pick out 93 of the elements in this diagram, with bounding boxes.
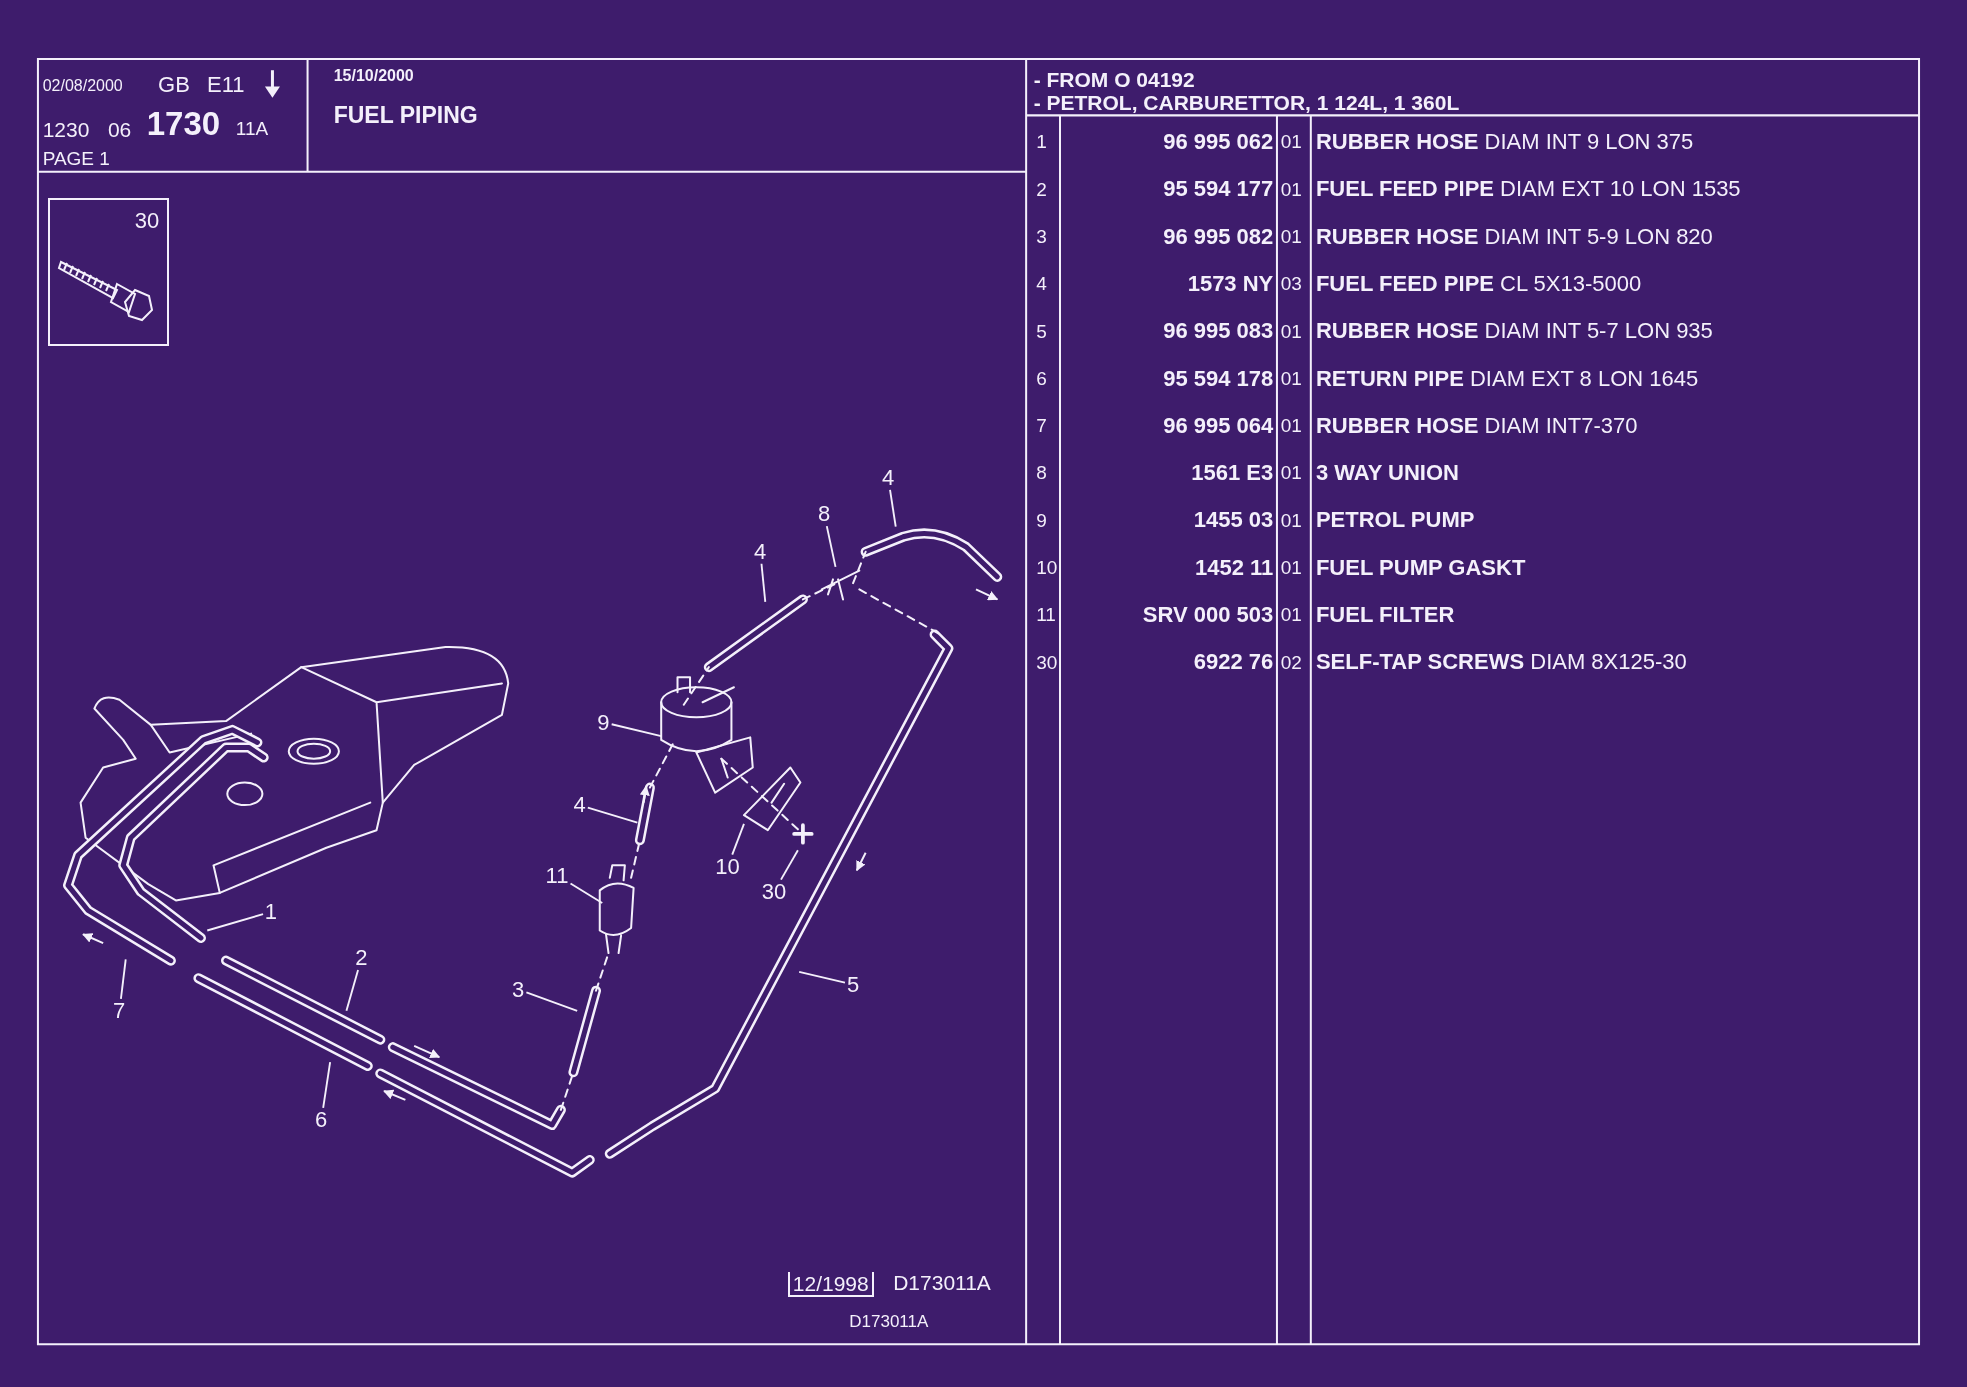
callout-number: 5 <box>844 972 862 997</box>
callout-number: 7 <box>111 999 128 1024</box>
part-description: SELF-TAP SCREWS DIAM 8X125-30 <box>1315 651 1687 674</box>
leader-line <box>525 991 579 1012</box>
item-number: 5 <box>1036 321 1047 341</box>
leader-line <box>610 723 663 738</box>
item-number: 3 <box>1036 226 1047 246</box>
part-description: 3 WAY UNION <box>1315 462 1459 485</box>
drawing-reference: D173011A <box>893 1272 991 1293</box>
part-description: RUBBER HOSE DIAM INT7-370 <box>1315 414 1638 437</box>
quantity: 01 <box>1280 416 1302 436</box>
leader-line <box>119 958 127 1000</box>
part-description: FUEL FILTER <box>1315 604 1455 626</box>
catalogue-code: 06 <box>107 119 132 141</box>
quantity: 01 <box>1280 463 1302 483</box>
item-number: 7 <box>1036 416 1047 436</box>
part-description: RUBBER HOSE DIAM INT 5-9 LON 820 <box>1315 225 1713 248</box>
part-number: 1455 03 <box>1193 509 1274 532</box>
part-number: 96 995 062 <box>1163 131 1274 154</box>
quantity: 01 <box>1280 605 1302 625</box>
part-number: 96 995 064 <box>1163 414 1274 437</box>
part-description: PETROL PUMP <box>1315 509 1475 532</box>
leader-line <box>322 1061 332 1109</box>
leader-line <box>780 849 799 881</box>
quantity: 01 <box>1280 558 1302 577</box>
part-description: FUEL FEED PIPE CL 5X13-5000 <box>1315 272 1642 295</box>
part-number: 96 995 082 <box>1163 225 1274 248</box>
callout-number: 6 <box>313 1108 330 1133</box>
item-number: 11 <box>1036 605 1056 625</box>
leader-line <box>731 822 745 856</box>
leader-line <box>569 882 604 904</box>
quantity: 01 <box>1280 179 1302 199</box>
callout-number: 8 <box>816 502 833 527</box>
part-number: 96 995 083 <box>1163 320 1274 343</box>
catalogue-code: 1230 <box>42 119 90 141</box>
part-number: 1573 NY <box>1187 272 1274 295</box>
item-number: 1 <box>1036 132 1047 152</box>
item-number: 4 <box>1036 274 1047 294</box>
group-number: 1730 <box>146 106 221 140</box>
part-description: FUEL FEED PIPE DIAM EXT 10 LON 1535 <box>1315 178 1741 201</box>
page-number: PAGE 1 <box>42 149 110 169</box>
callout-number: 3 <box>509 977 527 1002</box>
part-description: RUBBER HOSE DIAM INT 5-7 LON 935 <box>1315 320 1713 343</box>
quantity: 01 <box>1280 132 1302 152</box>
part-description: RETURN PIPE DIAM EXT 8 LON 1645 <box>1315 367 1699 390</box>
leader-line <box>206 913 264 932</box>
model-code: E11 <box>207 74 245 96</box>
drawing-reference: D173011A <box>849 1313 929 1331</box>
callout-number: 9 <box>595 710 612 735</box>
item-number: 8 <box>1036 463 1047 483</box>
callout-number: 1 <box>262 900 280 924</box>
page-title: FUEL PIPING <box>333 104 478 128</box>
callout-number: 4 <box>571 793 588 818</box>
part-description: RUBBER HOSE DIAM INT 9 LON 375 <box>1315 131 1694 154</box>
part-number: 1452 11 <box>1194 556 1274 579</box>
leader-line <box>586 806 639 824</box>
callout-number: 11 <box>543 863 571 888</box>
leader-line <box>760 562 767 603</box>
plate-code: 11A <box>235 119 269 139</box>
item-number: 6 <box>1036 368 1047 388</box>
quantity: 01 <box>1280 510 1302 530</box>
callout-number: 10 <box>713 854 742 879</box>
quantity: 01 <box>1280 321 1302 341</box>
country-code: GB <box>158 74 190 96</box>
callout-number: 4 <box>880 465 897 490</box>
leader-line <box>825 525 837 568</box>
inset-box <box>47 198 170 347</box>
part-number: 6922 76 <box>1193 651 1274 674</box>
leader-line <box>798 970 846 984</box>
quantity: 02 <box>1280 652 1302 672</box>
part-number: 95 594 177 <box>1163 178 1274 201</box>
date-text: 15/10/2000 <box>333 67 414 84</box>
part-number: SRV 000 503 <box>1142 604 1274 626</box>
item-number: 10 <box>1036 558 1058 577</box>
application-note: - FROM O 04192 <box>1033 69 1195 90</box>
part-description: FUEL PUMP GASKT <box>1315 556 1526 579</box>
callout-number: 30 <box>134 210 160 233</box>
item-number: 9 <box>1036 510 1047 530</box>
callout-number: 30 <box>759 879 789 904</box>
application-note: - PETROL, CARBURETTOR, 1 124L, 1 360L <box>1033 91 1460 113</box>
quantity: 01 <box>1280 368 1302 388</box>
item-number: 30 <box>1036 652 1058 672</box>
part-number: 1561 E3 <box>1191 462 1274 485</box>
quantity: 03 <box>1280 274 1302 294</box>
callout-number: 2 <box>353 946 370 971</box>
item-number: 2 <box>1036 179 1047 199</box>
part-number: 95 594 178 <box>1163 367 1274 390</box>
date-stamp: 12/1998 <box>787 1272 874 1297</box>
callout-number: 4 <box>752 539 769 564</box>
quantity: 01 <box>1280 226 1302 246</box>
leader-line <box>889 488 897 528</box>
leader-line <box>345 969 359 1012</box>
date-text: 02/08/2000 <box>42 77 123 94</box>
